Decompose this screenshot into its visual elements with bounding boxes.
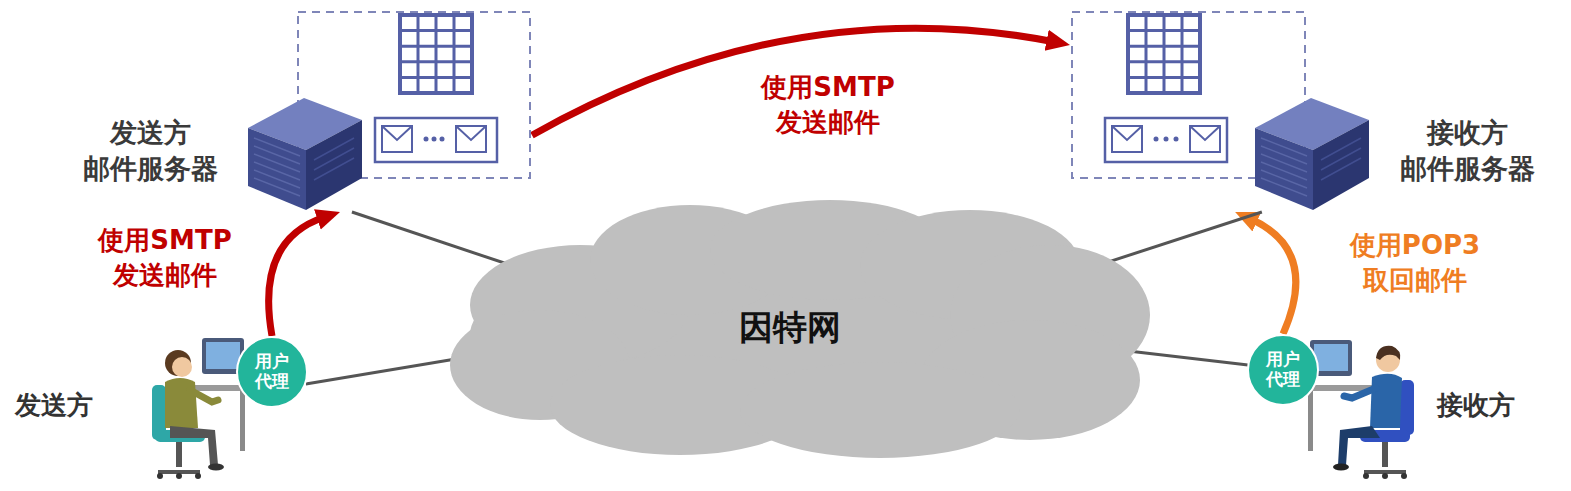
sender-person-illustration-part (208, 464, 224, 471)
mail-server-illustration-part (382, 126, 412, 152)
mail-server-illustration-part (1174, 137, 1179, 142)
mail-server-illustration (248, 10, 532, 212)
sender-person-illustration-part (170, 426, 218, 465)
cloud-label: 因特网 (739, 305, 841, 351)
network-link (1090, 212, 1262, 268)
mail-server-node: 发送方 邮件服务器 (248, 10, 532, 212)
sender-person-illustration-part (176, 473, 182, 479)
network-link (352, 212, 525, 270)
mail-server-illustration-part (1255, 128, 1313, 210)
mail-server-illustration-part (1190, 126, 1220, 140)
receiver-person-illustration-part (1363, 473, 1369, 479)
user-agent-circle: 用户 代理 (236, 336, 308, 408)
mail-server-illustration-part (382, 126, 412, 140)
sender-person-illustration-part (190, 390, 218, 402)
mail-server-illustration-part (248, 128, 306, 210)
mail-server-node: 接收方 邮件服务器 (1070, 10, 1367, 212)
mail-server-illustration-part (456, 126, 486, 152)
mail-server-illustration-part (1105, 118, 1227, 162)
mail-server-illustration-part (306, 120, 362, 210)
sender-person-illustration-part (206, 342, 240, 369)
mail-server-illustration-part (314, 138, 354, 180)
mail-server-illustration-part (456, 126, 486, 140)
mail-server-illustration-part (1313, 120, 1369, 210)
receiver-person-illustration (1300, 330, 1430, 490)
receiver-person-illustration-part (1382, 442, 1388, 467)
receiver-person-illustration-part (1333, 464, 1349, 471)
mail-server-illustration-part (440, 137, 445, 142)
edge-label: 使用SMTP 发送邮件 (753, 70, 903, 140)
mail-server-illustration-part (424, 137, 429, 142)
receiver-person-illustration-part (1401, 473, 1407, 479)
mail-server-illustration-part (1112, 126, 1142, 152)
cloud-puff (740, 362, 1020, 458)
receiver-person-illustration-part (1344, 388, 1376, 398)
protocol-arrow (1250, 219, 1295, 334)
receiver-person-illustration-part (1308, 391, 1313, 451)
mail-server-illustration-part (1128, 15, 1200, 93)
mail-server-illustration-part (432, 137, 437, 142)
sender-person-illustration-part (172, 357, 192, 377)
sender-person-illustration-part (157, 473, 163, 479)
mail-server-illustration-part (400, 15, 472, 93)
server-label: 发送方 邮件服务器 (68, 115, 233, 188)
mail-server-illustration-part (1154, 137, 1159, 142)
mail-server-illustration-part (1190, 126, 1220, 152)
party-label: 发送方 (15, 388, 93, 423)
network-link (1120, 350, 1248, 365)
mail-server-illustration-part (254, 138, 300, 196)
receiver-person-illustration-part (1370, 374, 1402, 428)
user-agent-circle: 用户 代理 (1247, 334, 1319, 406)
mail-server-illustration-part (1164, 137, 1169, 142)
user-agent-label: 用户 代理 (252, 352, 292, 391)
sender-person-illustration-part (165, 378, 198, 428)
edge-label: 使用POP3 取回邮件 (1340, 228, 1490, 298)
sender-person-illustration-part (240, 391, 245, 451)
party-label: 接收方 (1437, 388, 1515, 423)
mail-server-illustration-part (1128, 15, 1200, 93)
receiver-person-illustration-part (1382, 473, 1388, 479)
user-agent-label: 用户 代理 (1263, 350, 1303, 389)
receiver-person-illustration-part (1314, 344, 1348, 371)
mail-server-illustration-part (1112, 126, 1142, 140)
sender-person-illustration-part (195, 473, 201, 479)
receiver-person-illustration-part (1338, 426, 1380, 465)
mail-server-illustration-part (1321, 138, 1361, 180)
mail-server-illustration-part (375, 118, 497, 162)
receiver-person-illustration-part (1400, 380, 1414, 435)
server-label: 接收方 邮件服务器 (1385, 115, 1550, 188)
internet-cloud: 因特网 (430, 195, 1150, 460)
edge-label: 使用SMTP 发送邮件 (90, 223, 240, 293)
mail-server-illustration-part (1261, 138, 1307, 196)
protocol-arrow (269, 217, 325, 336)
receiver-person-illustration-part (1376, 346, 1400, 360)
sender-person-illustration-part (165, 350, 191, 376)
mail-server-illustration-part (400, 15, 472, 93)
sender-person-illustration-part (176, 442, 182, 467)
mail-server-illustration (1070, 10, 1370, 212)
